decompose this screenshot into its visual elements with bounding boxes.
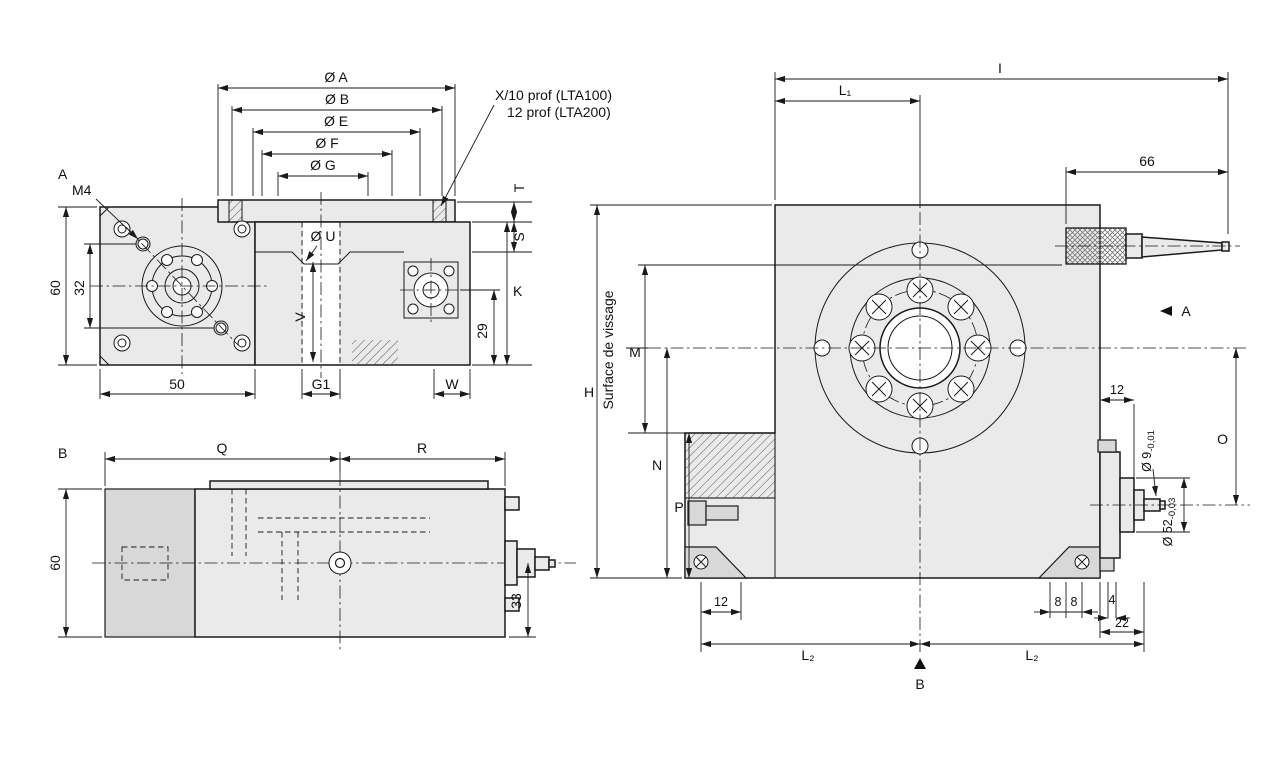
side-view: I L₁ 66 A H Surface de vissage M N P 12 … bbox=[584, 60, 1250, 692]
dim-label-t: T bbox=[511, 183, 527, 192]
dim-label-g1: G1 bbox=[312, 376, 331, 392]
dim-label-dia-g: Ø G bbox=[310, 157, 336, 173]
dim-label-8b: 8 bbox=[1071, 595, 1078, 609]
dim-label-60-top-view: 60 bbox=[47, 555, 63, 571]
section-label-a: A bbox=[58, 166, 68, 182]
dim-label-12-foot: 12 bbox=[714, 595, 728, 609]
callout-thread-depth-lta200: 12 prof (LTA200) bbox=[507, 104, 611, 120]
side-view-part bbox=[638, 204, 1250, 652]
view-b-direction-icon bbox=[914, 658, 926, 669]
dim-label-q: Q bbox=[217, 440, 228, 456]
dim-label-dia-u: Ø U bbox=[311, 228, 336, 244]
dim-label-i: I bbox=[998, 60, 1002, 76]
dim-label-50: 50 bbox=[169, 376, 185, 392]
dim-label-32: 32 bbox=[71, 280, 87, 296]
dim-label-p: P bbox=[674, 499, 683, 515]
dim-label-h: H bbox=[584, 384, 594, 400]
dim-label-k: K bbox=[513, 283, 523, 299]
dim-label-dia-52: Ø 52-0,03 bbox=[1161, 498, 1178, 547]
dim-label-n: N bbox=[652, 457, 662, 473]
view-label-a: A bbox=[1181, 303, 1191, 319]
dim-label-4: 4 bbox=[1109, 593, 1116, 607]
dim-label-dia-9: Ø 9-0,01 bbox=[1140, 430, 1157, 472]
view-label-b: B bbox=[915, 676, 924, 692]
view-a-direction-icon bbox=[1160, 306, 1172, 316]
dim-label-29: 29 bbox=[474, 323, 490, 339]
dim-label-12-shaft: 12 bbox=[1110, 383, 1124, 397]
callout-thread-depth-lta100: X/10 prof (LTA100) bbox=[495, 87, 612, 103]
dim-label-o: O bbox=[1217, 431, 1228, 447]
dim-label-dia-a: Ø A bbox=[324, 69, 348, 85]
dim-label-dia-e: Ø E bbox=[324, 113, 348, 129]
dim-label-w: W bbox=[445, 376, 459, 392]
dim-label-l1: L₁ bbox=[839, 82, 852, 98]
dim-label-dia-f: Ø F bbox=[315, 135, 338, 151]
front-view-dimensions: Ø A Ø B Ø E Ø F Ø G Ø U X/10 prof (LTA10… bbox=[47, 69, 612, 399]
dim-label-l2-right: L₂ bbox=[1025, 647, 1038, 663]
section-label-b: B bbox=[58, 445, 67, 461]
dim-label-l2-left: L₂ bbox=[801, 647, 814, 663]
top-view-dimensions: B Q R 60 33 bbox=[47, 440, 536, 638]
dim-label-v: V bbox=[292, 312, 308, 322]
dim-label-22: 22 bbox=[1115, 616, 1129, 630]
top-view-part bbox=[92, 473, 576, 652]
dim-label-66: 66 bbox=[1139, 153, 1155, 169]
dim-label-8a: 8 bbox=[1055, 595, 1062, 609]
surface-de-vissage-label: Surface de vissage bbox=[600, 290, 616, 409]
front-view: Ø A Ø B Ø E Ø F Ø G Ø U X/10 prof (LTA10… bbox=[47, 69, 612, 399]
dim-label-s: S bbox=[511, 232, 527, 241]
dim-label-60: 60 bbox=[47, 280, 63, 296]
dim-label-dia-b: Ø B bbox=[325, 91, 349, 107]
side-view-dimensions: I L₁ 66 A H Surface de vissage M N P 12 … bbox=[584, 60, 1240, 692]
thread-label-m4: M4 bbox=[72, 182, 92, 198]
dim-label-m: M bbox=[629, 344, 641, 360]
dim-label-33: 33 bbox=[508, 593, 524, 609]
top-view: B Q R 60 33 bbox=[47, 440, 576, 652]
dim-label-r: R bbox=[417, 440, 427, 456]
front-view-part bbox=[90, 192, 471, 378]
